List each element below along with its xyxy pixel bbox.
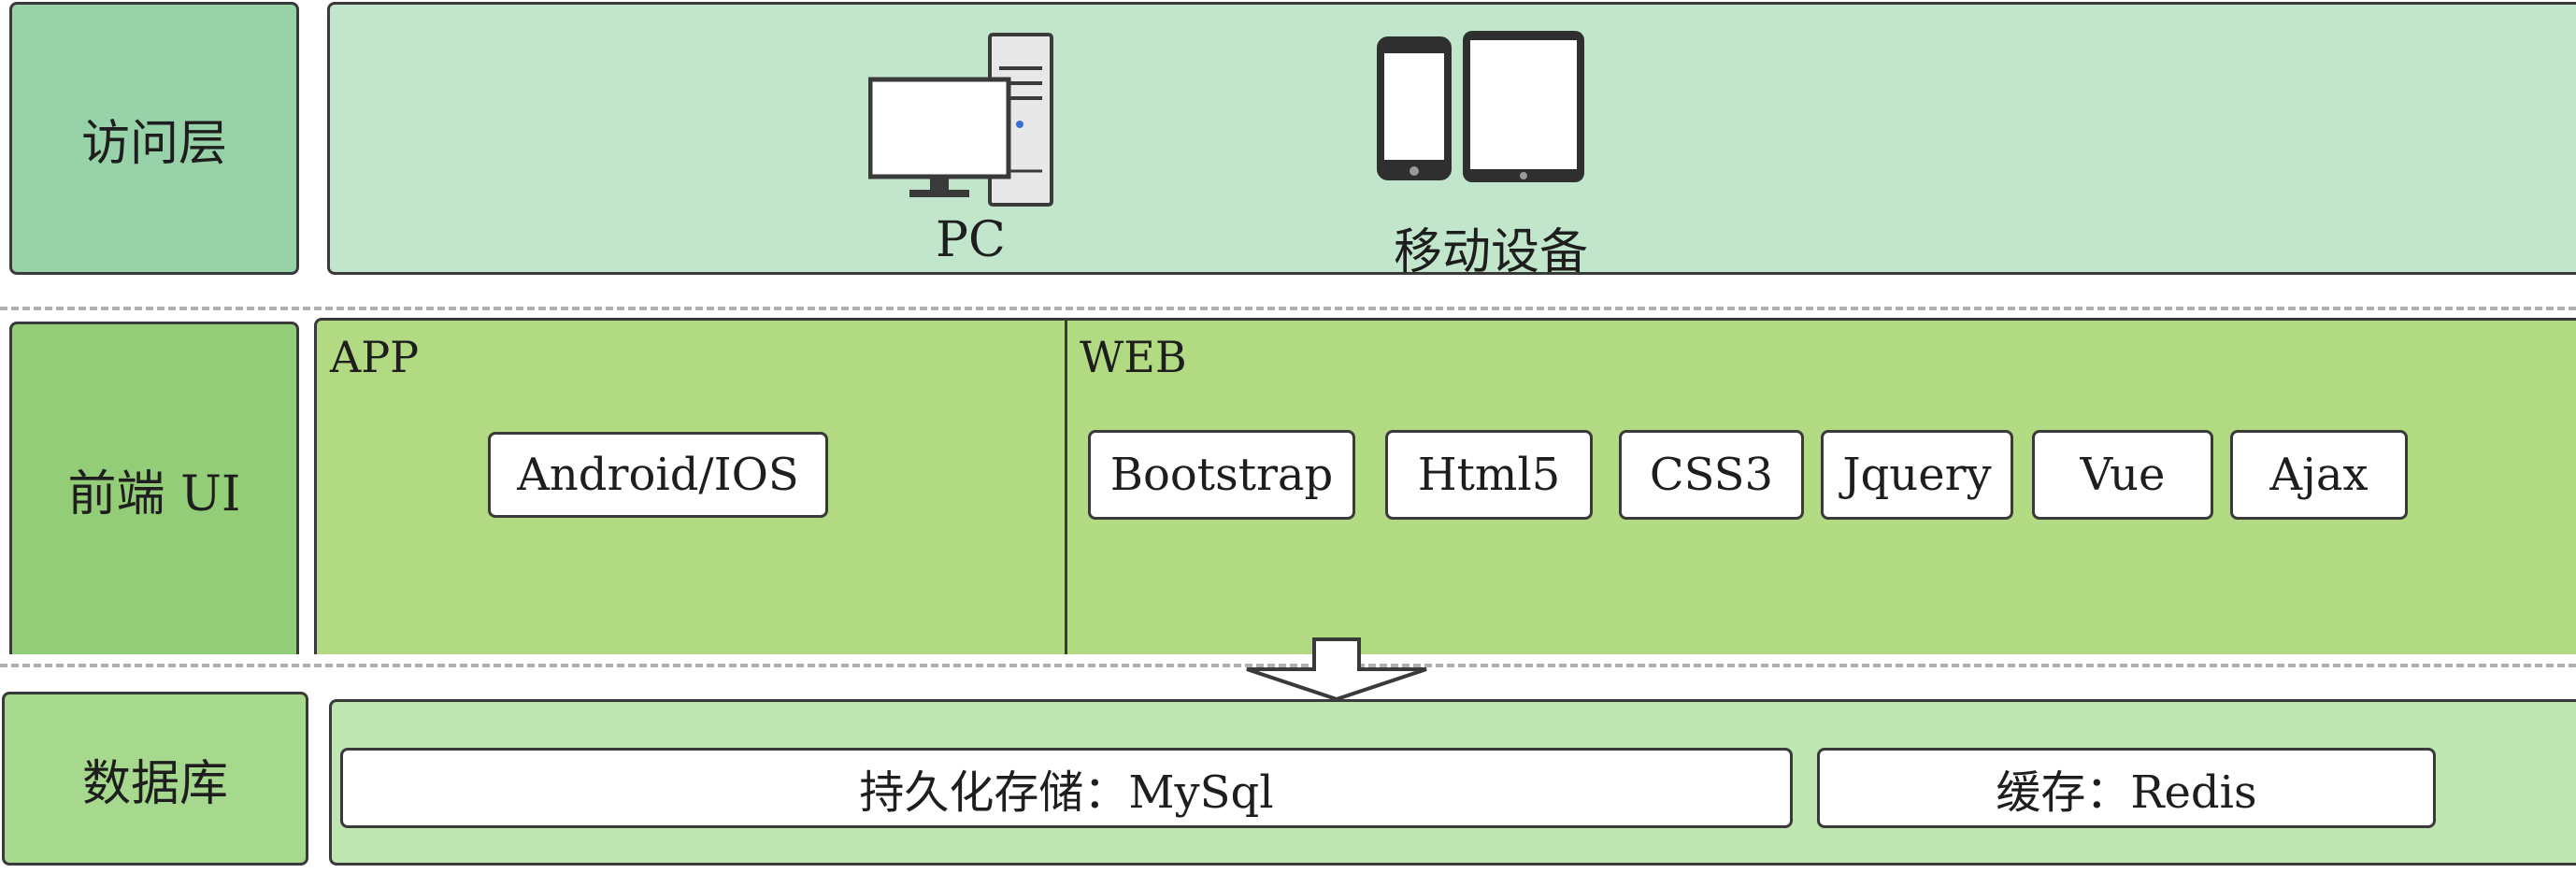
mysql-storage-chip: 持久化存储：MySql xyxy=(340,748,1793,828)
database-layer-label: 数据库 xyxy=(2,692,308,866)
html5-chip: Html5 xyxy=(1385,430,1593,520)
app-web-divider xyxy=(1065,321,1067,654)
css3-chip: CSS3 xyxy=(1619,430,1804,520)
android-ios-chip: Android/IOS xyxy=(488,432,828,518)
access-layer-panel: PC 移动设备 xyxy=(327,2,2576,280)
frontend-layer-label: 前端 UI xyxy=(9,322,299,654)
bootstrap-chip: Bootstrap xyxy=(1088,430,1355,520)
layer-divider xyxy=(0,307,2576,310)
jquery-chip: Jquery xyxy=(1821,430,2013,520)
layer-divider xyxy=(0,664,2576,667)
vue-chip: Vue xyxy=(2032,430,2213,520)
mobile-devices-icon xyxy=(1377,31,1584,182)
database-layer-label-text: 数据库 xyxy=(81,755,228,812)
pc-icon xyxy=(868,33,1053,207)
down-arrow-icon xyxy=(1246,637,1427,702)
web-section-title: WEB xyxy=(1080,332,1187,382)
ajax-chip: Ajax xyxy=(2230,430,2408,520)
redis-cache-chip: 缓存：Redis xyxy=(1817,748,2436,828)
app-section-title: APP xyxy=(330,332,420,382)
access-layer-label-text: 访问层 xyxy=(80,115,227,172)
pc-caption: PC xyxy=(936,212,1006,268)
access-layer-label: 访问层 xyxy=(9,2,299,275)
mobile-caption: 移动设备 xyxy=(1394,224,1589,280)
frontend-layer-label-text: 前端 UI xyxy=(67,466,241,522)
